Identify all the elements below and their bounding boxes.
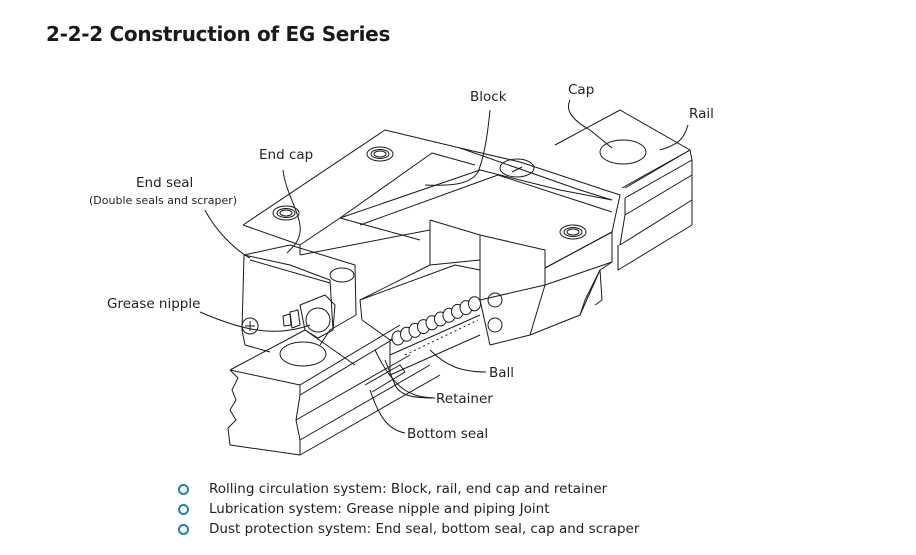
grease-nipple-hex (299, 294, 336, 339)
side-port-lower (487, 317, 503, 333)
ball (468, 296, 481, 312)
system-text: Lubrication system: Grease nipple and pi… (209, 501, 550, 517)
tapped-hole-front-right (559, 224, 587, 240)
tapped-hole-front-left (272, 205, 300, 221)
block-drawing (242, 129, 621, 346)
label-block: Block (470, 89, 507, 105)
system-text: Rolling circulation system: Block, rail,… (209, 481, 608, 497)
leader-rail (659, 124, 689, 151)
lube-port (499, 158, 535, 178)
rail-cap-hole-near (279, 341, 327, 367)
rail-cap-hole-far (599, 139, 647, 165)
end-cap-drawing (241, 244, 357, 353)
leader-cap (567, 99, 613, 149)
label-end-seal-note: (Double seals and scraper) (89, 194, 238, 207)
bullet-ring-icon (178, 523, 189, 535)
label-cap: Cap (568, 82, 595, 98)
leader-bottom-seal (369, 389, 406, 434)
systems-list-item: Lubrication system: Grease nipple and pi… (178, 499, 639, 519)
leader-end-cap (282, 169, 301, 254)
leader-retainer-2 (374, 349, 436, 399)
label-ball: Ball (489, 365, 515, 381)
leader-grease-nipple (199, 311, 311, 332)
screw-head (241, 317, 259, 335)
leader-block (424, 109, 491, 186)
label-end-cap: End cap (259, 147, 314, 163)
tapped-hole-back-left (366, 146, 394, 162)
section-title: 2-2-2 Construction of EG Series (46, 22, 391, 46)
systems-list: Rolling circulation system: Block, rail,… (178, 479, 639, 539)
balls (391, 296, 481, 346)
label-rail: Rail (689, 106, 714, 122)
bullet-ring-icon (178, 483, 189, 495)
rail-drawing (227, 109, 693, 456)
leader-end-seal (204, 209, 251, 259)
leader-lines (199, 99, 689, 434)
label-end-seal: End seal (136, 175, 194, 191)
system-text: Dust protection system: End seal, bottom… (209, 521, 640, 537)
leader-ball (429, 349, 487, 373)
systems-list-item: Rolling circulation system: Block, rail,… (178, 479, 639, 499)
ball-retainer-drawing (359, 264, 481, 376)
bullet-ring-icon (178, 503, 189, 515)
label-bottom-seal: Bottom seal (407, 426, 489, 442)
side-port-upper (487, 292, 503, 308)
label-grease-nipple: Grease nipple (107, 296, 201, 312)
grease-nipple-ball (305, 307, 331, 333)
systems-list-item: Dust protection system: End seal, bottom… (178, 519, 639, 539)
label-retainer: Retainer (436, 391, 493, 407)
